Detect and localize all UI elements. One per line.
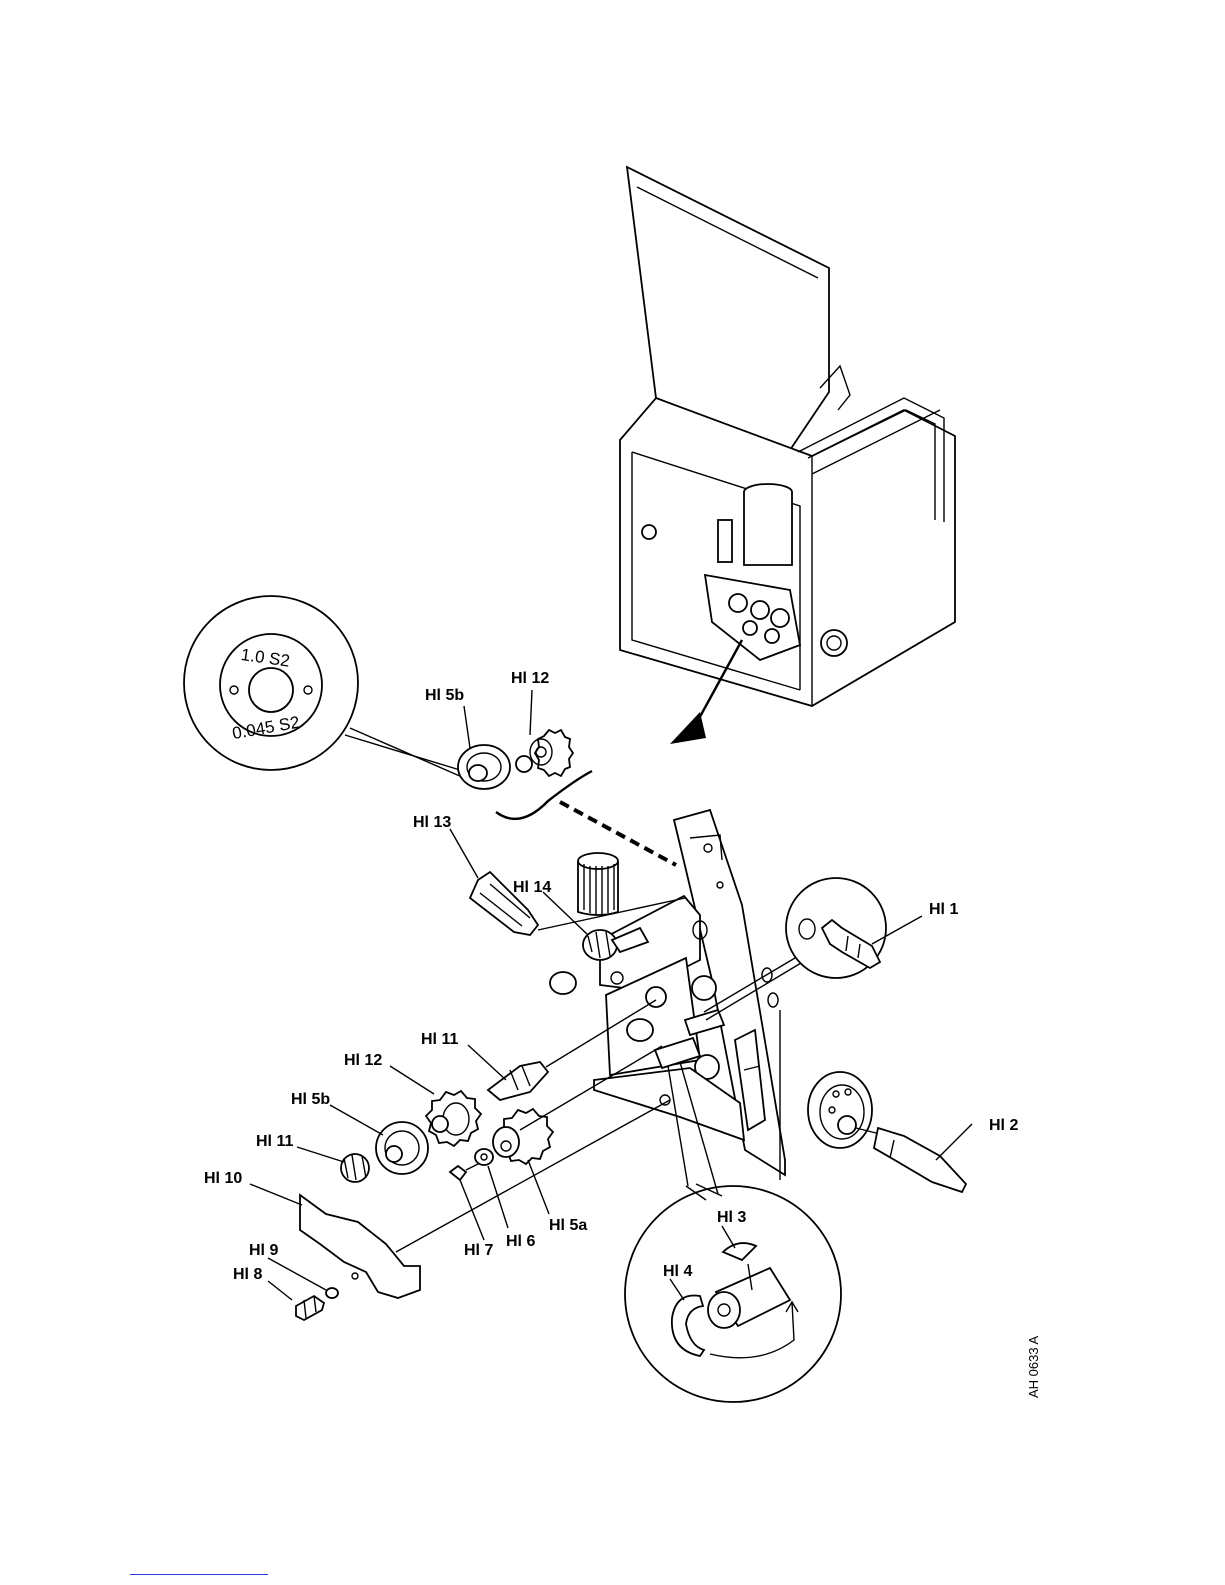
wire-feeder-cabinet [620, 167, 955, 744]
dashed-guide-line [560, 802, 676, 865]
label-hl11-bottom: Hl 11 [256, 1133, 293, 1150]
label-hl5b-bottom: Hl 5b [291, 1091, 330, 1108]
label-hl4: Hl 4 [663, 1263, 692, 1280]
label-hl10: Hl 10 [204, 1170, 242, 1187]
footer-link-underline[interactable] [130, 1574, 268, 1575]
label-hl3: Hl 3 [717, 1209, 746, 1226]
label-hl1: Hl 1 [929, 901, 958, 918]
label-hl9: Hl 9 [249, 1242, 278, 1259]
drawing-number: AH 0633 A [1026, 1336, 1041, 1398]
outlet-nozzle [808, 1072, 966, 1192]
feed-roll-marking-detail: 1.0 S2 0.045 S2 [184, 596, 462, 777]
label-hl2: Hl 2 [989, 1117, 1018, 1134]
label-hl13: Hl 13 [413, 814, 451, 831]
label-hl8: Hl 8 [233, 1266, 262, 1283]
label-hl12-top: Hl 12 [511, 670, 549, 687]
label-hl12-mid: Hl 12 [344, 1052, 382, 1069]
label-hl5a: Hl 5a [549, 1217, 587, 1234]
label-hl11-mid: Hl 11 [421, 1031, 458, 1048]
label-hl7: Hl 7 [464, 1242, 493, 1259]
label-hl6: Hl 6 [506, 1233, 535, 1250]
label-hl5b-top: Hl 5b [425, 687, 464, 704]
label-hl14: Hl 14 [513, 879, 551, 896]
feed-unit-mechanism [550, 810, 785, 1180]
upper-roll-assembly [458, 730, 592, 819]
